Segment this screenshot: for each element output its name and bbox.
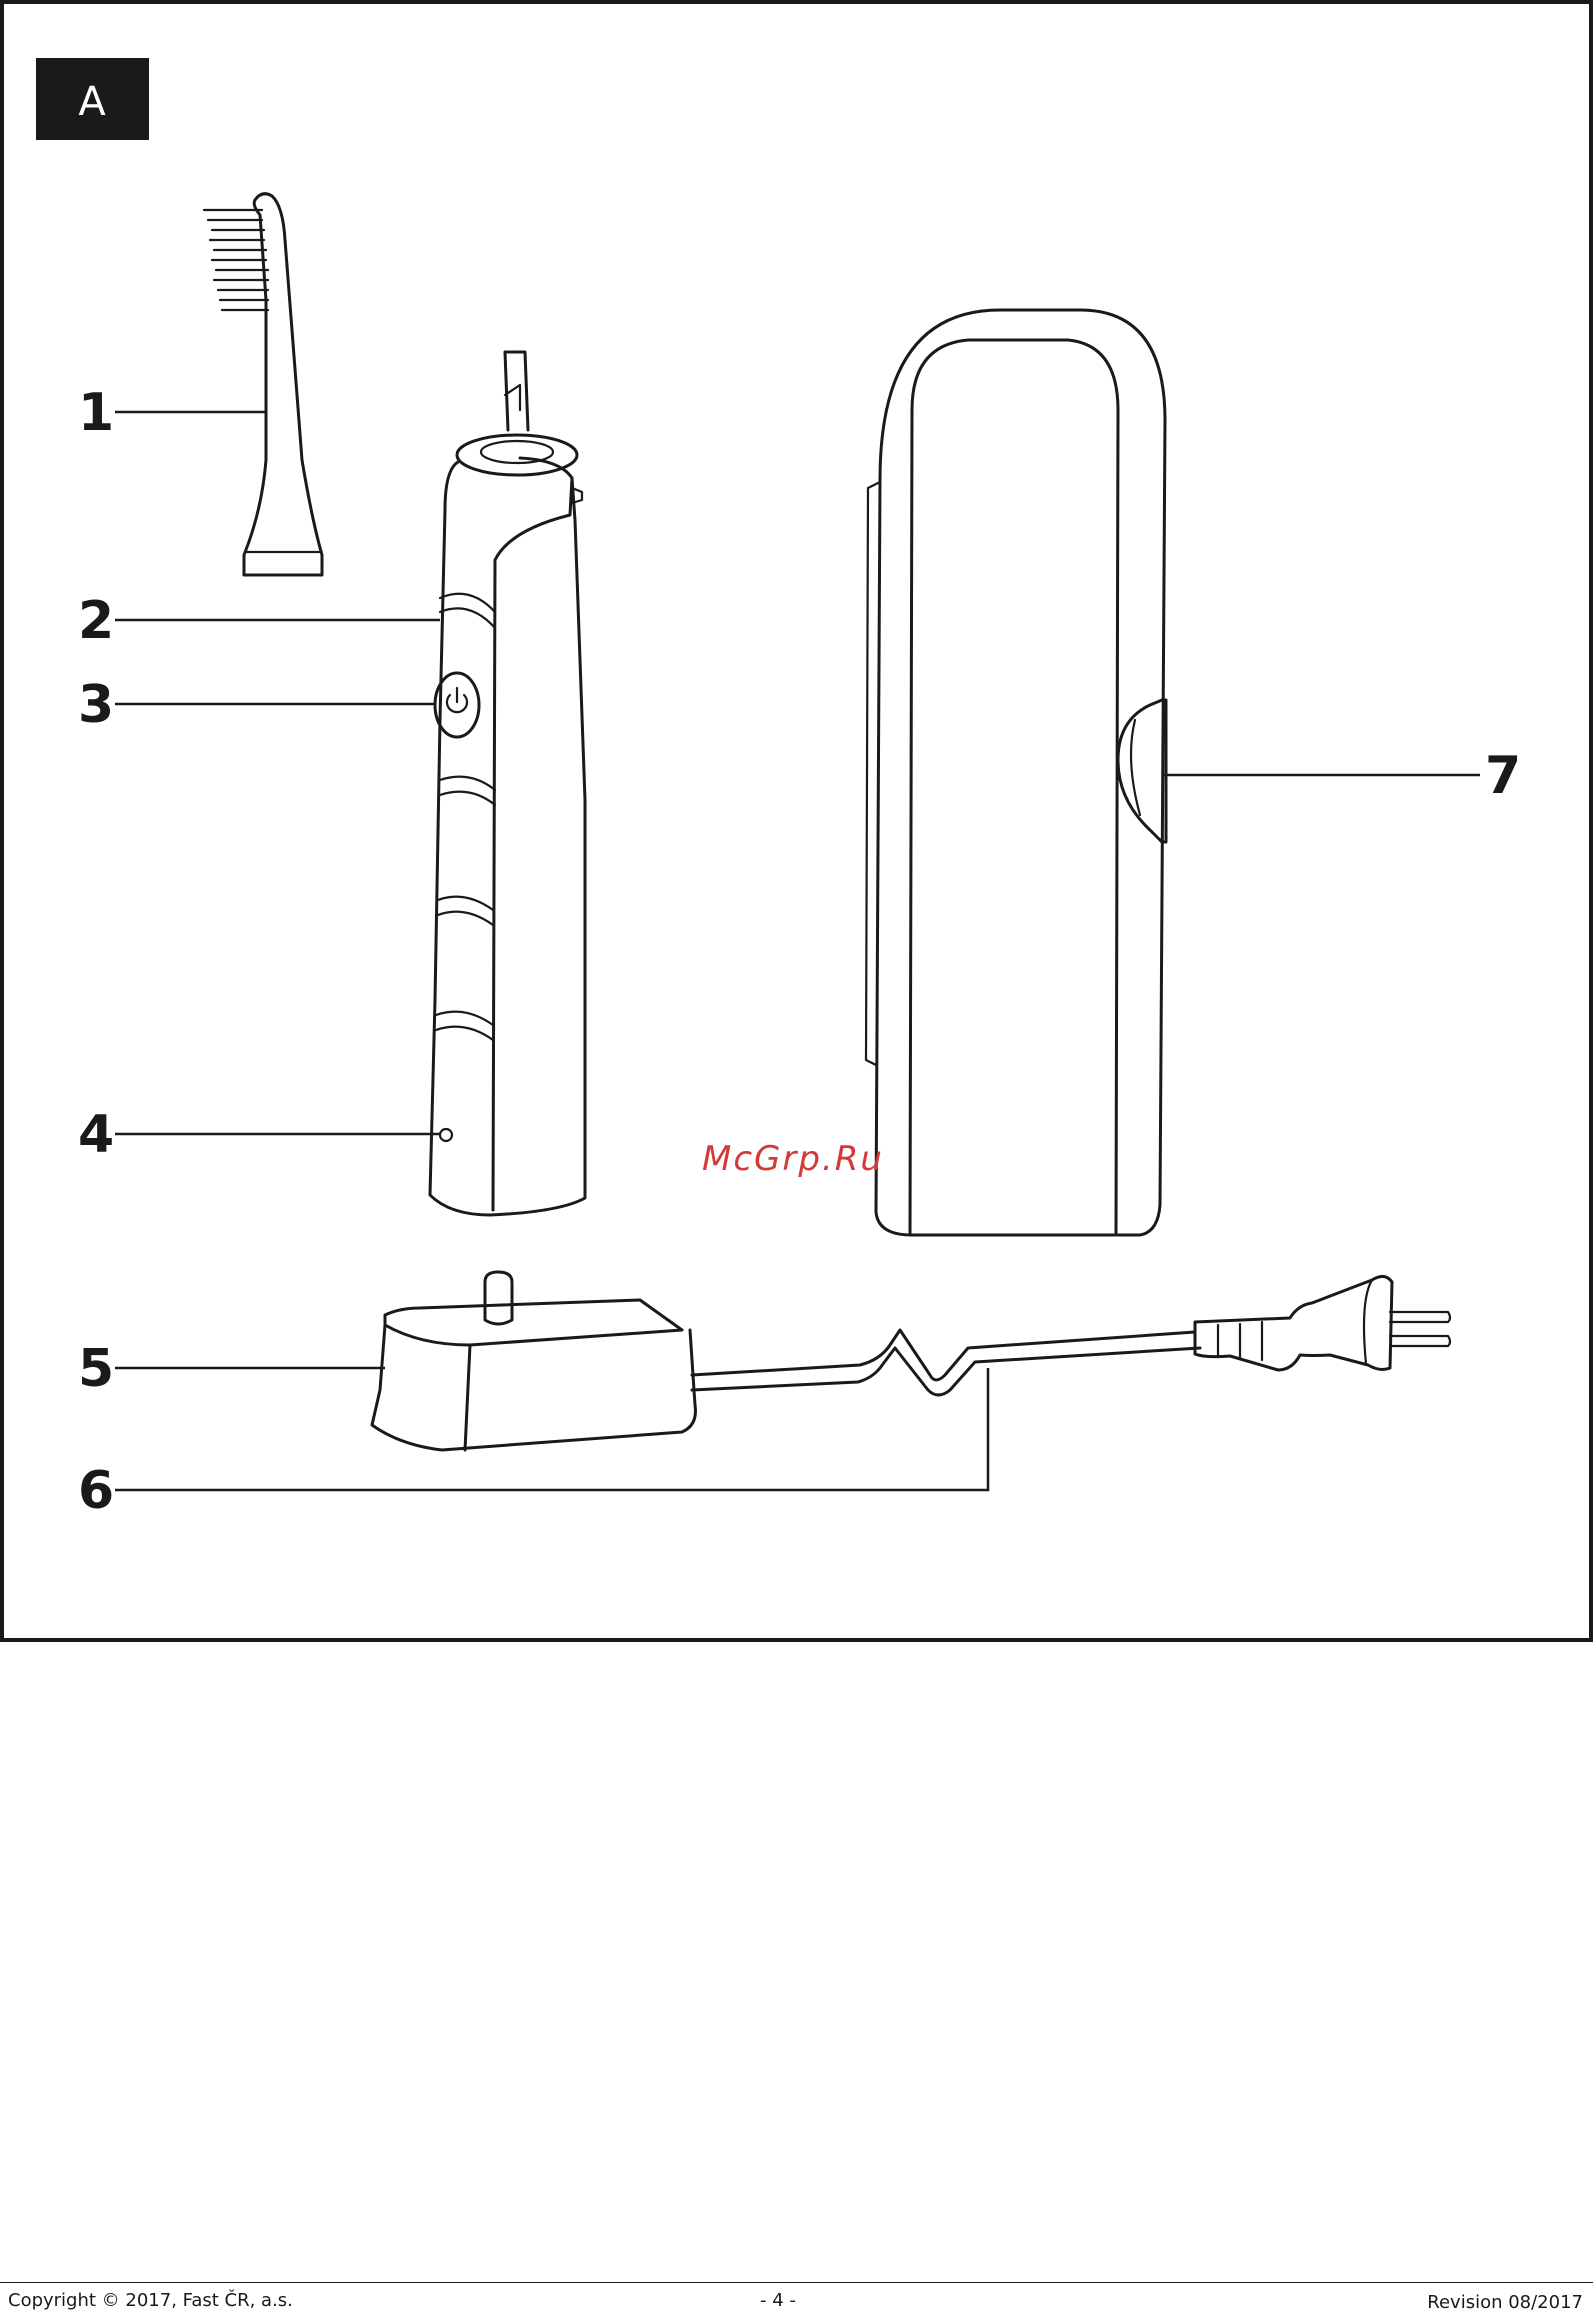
footer-rule xyxy=(0,2282,1593,2283)
watermark: McGrp.Ru xyxy=(702,1139,884,1179)
footer-page-number: - 4 - xyxy=(760,2290,796,2311)
travel-case-drawing xyxy=(866,310,1166,1235)
callout-7: 7 xyxy=(1485,746,1521,806)
panel-label: A xyxy=(78,79,106,125)
product-parts-diagram: A xyxy=(0,0,1593,1650)
callout-4: 4 xyxy=(78,1105,114,1165)
footer-revision: Revision 08/2017 xyxy=(1427,2292,1583,2313)
callout-1: 1 xyxy=(78,383,114,443)
toothbrush-handle-drawing xyxy=(430,352,585,1215)
callout-3: 3 xyxy=(78,675,114,735)
footer-copyright: Copyright © 2017, Fast ČR, a.s. xyxy=(8,2290,293,2311)
callout-5: 5 xyxy=(78,1339,114,1399)
charger-drawing xyxy=(372,1272,1450,1450)
callout-6: 6 xyxy=(78,1461,114,1521)
callout-2: 2 xyxy=(78,591,114,651)
brush-head-drawing xyxy=(204,194,322,575)
figure-frame xyxy=(2,2,1591,1640)
